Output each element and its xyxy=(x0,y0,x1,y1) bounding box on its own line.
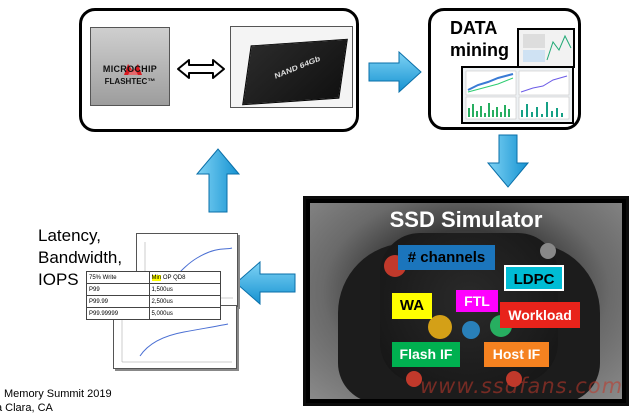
tag-host-if: Host IF xyxy=(484,342,549,367)
metrics-line-iops: IOPS xyxy=(38,270,79,289)
latency-table: 75% Write Min OP QD8 P99 1,500us P99.99 … xyxy=(86,271,221,320)
highlighted-text: Min xyxy=(151,274,162,281)
ssd-simulator-panel: SSD Simulator # channels LDPC WA FTL Wor… xyxy=(303,196,629,406)
wheel-knob-left-mid xyxy=(428,315,452,339)
data-mining-title-line2: mining xyxy=(450,40,509,60)
metrics-line-bandwidth: Bandwidth, xyxy=(38,248,123,267)
table-cell: P99.99 xyxy=(86,295,150,308)
screenshot-charts-icon xyxy=(465,70,570,120)
table-cell: 5,000us xyxy=(148,307,221,320)
data-screenshot-back xyxy=(517,28,575,68)
footer-location: a Clara, CA xyxy=(0,402,53,414)
ssd-simulator-title: SSD Simulator xyxy=(389,207,543,232)
microchip-logo-icon xyxy=(124,64,142,75)
tag-ldpc: LDPC xyxy=(504,265,564,291)
table-row: P99.99 2,500us xyxy=(86,295,221,308)
wheel-knob-center xyxy=(462,321,480,339)
wheel-knob-right-top xyxy=(540,243,556,259)
bidirectional-arrow-icon xyxy=(177,59,225,79)
latency-table-header-text: OP QD8 xyxy=(162,274,186,281)
tag-wa: WA xyxy=(392,293,432,319)
nand-chip-image: NAND 64Gb xyxy=(242,38,348,106)
controller-brand: Microchip xyxy=(102,64,158,74)
metrics-line-latency: Latency, xyxy=(38,226,102,245)
table-cell: 2,500us xyxy=(148,295,221,308)
arrow-up-to-controller xyxy=(195,148,241,213)
wheel-knob-right-bottom xyxy=(506,371,522,387)
data-screenshot-front xyxy=(461,66,574,124)
nand-chip-label: NAND 64Gb xyxy=(273,54,321,81)
footer-event: Memory Summit 2019 xyxy=(4,388,112,400)
nand-chip-tile: NAND 64Gb xyxy=(230,26,353,108)
latency-table-header-cell: Min OP QD8 xyxy=(148,271,221,284)
table-row: P99 1,500us xyxy=(86,283,221,296)
table-row: P99.99999 5,000us xyxy=(86,307,221,320)
microchip-flashtec-tile: Microchip Flashtec™ xyxy=(90,27,170,106)
wheel-knob-left-bottom xyxy=(406,371,422,387)
screenshot-chart-icon xyxy=(523,34,572,62)
table-cell: 1,500us xyxy=(148,283,221,296)
arrow-left-to-metrics xyxy=(235,260,296,306)
watermark-text: www.ssdfans.com xyxy=(420,374,624,398)
tag-channels: # channels xyxy=(398,245,495,270)
metrics-text: Latency, Bandwidth, IOPS xyxy=(38,225,122,291)
tag-ftl: FTL xyxy=(456,290,498,312)
table-cell: P99 xyxy=(86,283,150,296)
tag-workload: Workload xyxy=(500,302,580,328)
arrow-right-to-data-mining xyxy=(368,50,422,94)
latency-table-header-cell: 75% Write xyxy=(86,271,150,284)
table-cell: P99.99999 xyxy=(86,307,150,320)
data-mining-title-line1: DATA xyxy=(450,18,498,38)
latency-table-header: 75% Write Min OP QD8 xyxy=(86,271,221,284)
arrow-down-to-simulator xyxy=(486,134,530,188)
tag-flash-if: Flash IF xyxy=(392,342,460,367)
controller-product: Flashtec™ xyxy=(104,77,156,86)
